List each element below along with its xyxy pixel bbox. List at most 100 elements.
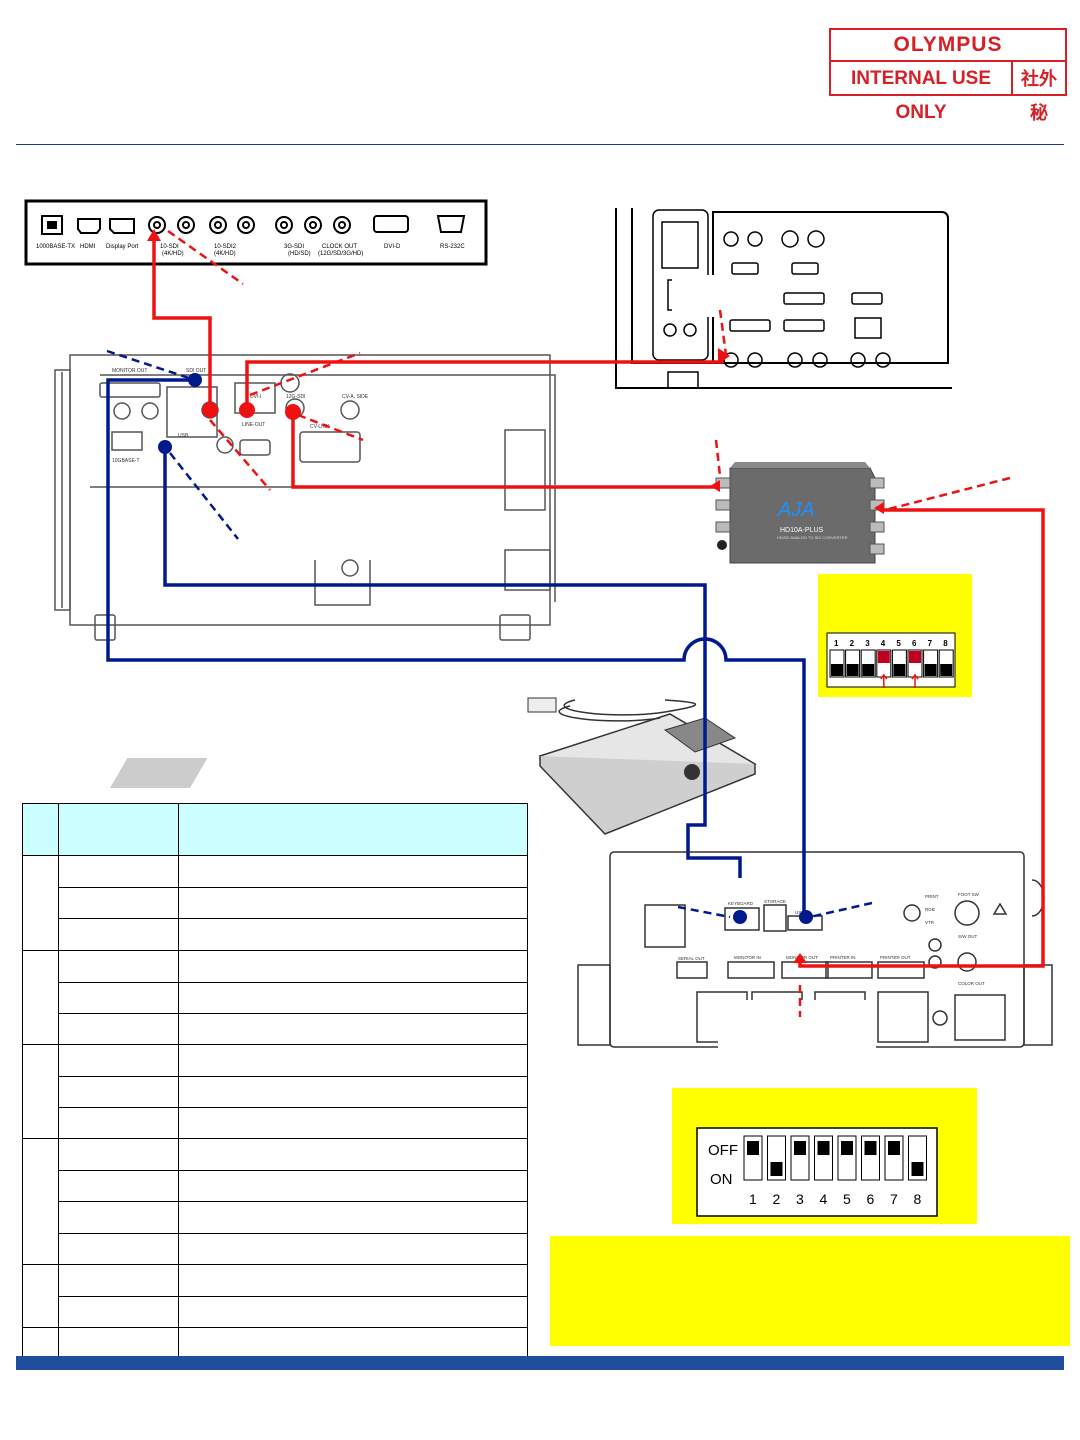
- processor-port-label: 10GBASE-T: [112, 458, 140, 464]
- header-rule: [16, 144, 1064, 145]
- dip-arrow-icon: [911, 673, 919, 688]
- monitor-port-label: DVI-D: [384, 244, 401, 250]
- dip-switch-number: 3: [865, 639, 870, 648]
- dip-switch-knob: [862, 664, 875, 676]
- recorder-port-label: PRINTER OUT: [880, 955, 911, 960]
- dip-switch-number: 4: [820, 1191, 828, 1207]
- table-row: [23, 1295, 529, 1328]
- processor-port-label: CV-A, SIDE: [342, 394, 369, 400]
- processor-port-label: SDI OUT: [186, 368, 206, 374]
- converter-dip-switch: [826, 632, 956, 688]
- dip-switch-number: 8: [914, 1191, 922, 1207]
- dip-switch-knob: [817, 1141, 830, 1155]
- table-row: [22, 1043, 529, 1140]
- monitor-port-label: HDMI: [80, 244, 96, 250]
- dip-switch-knob: [864, 1141, 877, 1155]
- table-header-row: [22, 802, 529, 857]
- dip-switch-number: 2: [850, 639, 855, 648]
- dip-switch-number: 6: [912, 639, 917, 648]
- monitor-port-label: 10-SDI2: [214, 244, 237, 250]
- olympus-confidential-badge: OLYMPUS INTERNAL USE ONLY 社外秘: [829, 28, 1067, 123]
- dip-switch-knob: [924, 664, 937, 676]
- aja-logo: AJA: [777, 499, 815, 521]
- recorder-port-label: USB: [795, 910, 804, 915]
- dip-switch-number: 7: [928, 639, 933, 648]
- processor-port-label: MONITOR OUT: [112, 368, 147, 374]
- table-row: [22, 1263, 529, 1328]
- table-row: [23, 1107, 529, 1140]
- table-row: [23, 1170, 529, 1203]
- blue-cables: [106, 378, 806, 915]
- dip-switch-knob: [770, 1162, 783, 1176]
- recorder-port-label: MONITOR IN: [734, 955, 761, 960]
- processor-port-label: USB: [178, 433, 189, 439]
- monitor-port-label: 3G-SDI: [284, 244, 304, 250]
- monitor-port-label: Display Port: [106, 244, 139, 250]
- dip-switch-knob: [794, 1141, 806, 1155]
- processor-port-label: 12G-SDI: [286, 394, 305, 400]
- monitor-port-label: RS-232C: [440, 244, 465, 250]
- dip-switch-knob: [877, 651, 890, 663]
- table-row: [23, 887, 529, 920]
- brand-logo: OLYMPUS: [831, 30, 1065, 62]
- table-row: [22, 1138, 529, 1265]
- monitor-port-sublabel: (4K/HD): [214, 251, 236, 257]
- table-row: [22, 855, 529, 951]
- dip-switch-number: 7: [890, 1191, 898, 1207]
- dip-switch-knob: [893, 664, 906, 676]
- processor-port-label: CV-LINK: [310, 424, 330, 430]
- dip-switch-number: 3: [796, 1191, 804, 1207]
- dip-off-label: OFF: [708, 1142, 738, 1159]
- dip-switch-number: 5: [896, 639, 901, 648]
- keyboard-device: [110, 697, 757, 835]
- monitor-port-sublabel: (12G/SD/3G/HD): [318, 251, 363, 257]
- confidential-kanji: 社外秘: [1021, 69, 1057, 123]
- table-row: [23, 918, 529, 951]
- dip-switch-knob: [940, 664, 953, 676]
- dip-switch-number: 6: [867, 1191, 875, 1207]
- recorder-port-label: STORAGE: [764, 899, 786, 904]
- dip-switch-knob: [909, 651, 921, 663]
- recorder-port-label: COLOR OUT: [958, 981, 985, 986]
- table-row: [23, 1201, 529, 1234]
- monitor-rear-panel: [24, 199, 488, 266]
- dip-switch-knob: [747, 1141, 759, 1155]
- recorder-port-label: S/W OUT: [958, 934, 977, 939]
- note-panel: [550, 1236, 1070, 1346]
- connection-table: [22, 802, 529, 1360]
- recorder-port-label: FOOT SW: [958, 892, 980, 897]
- table-row: [23, 1012, 529, 1045]
- footer-band: [16, 1356, 1064, 1370]
- recorder-port-label: PRINT: [925, 894, 939, 899]
- aja-converter: [715, 462, 885, 564]
- table-row: [22, 949, 529, 1045]
- dip-switch-number: 8: [943, 639, 948, 648]
- recorder-port-label: KEYBOARD: [728, 901, 754, 906]
- table-row: [22, 1326, 529, 1360]
- monitor-port-label: 10-SDI: [160, 244, 179, 250]
- processor-port-label: LINE-OUT: [242, 422, 265, 428]
- recorder-dip-switch: [696, 1127, 938, 1217]
- dip-on-label: ON: [710, 1171, 733, 1188]
- internal-use-label: INTERNAL USE ONLY: [831, 62, 1013, 123]
- converter-subtitle: HD/SD ANALOG TO SDI CONVERTER: [777, 535, 848, 540]
- processor-port-label: DVI-I: [250, 394, 261, 400]
- table-row: [23, 1075, 529, 1109]
- dip-switch-knob: [841, 1141, 853, 1155]
- dip-arrow-icon: [880, 673, 888, 688]
- recorder-port-label: SERIAL OUT: [678, 956, 705, 961]
- dip-switch-knob: [888, 1141, 900, 1155]
- dip-switch-number: 1: [749, 1191, 757, 1207]
- dip-switch-knob: [846, 664, 859, 676]
- dip-switch-knob: [911, 1162, 924, 1176]
- converter-model: HD10A-PLUS: [780, 527, 824, 534]
- table-row: [23, 981, 529, 1014]
- dip-switch-number: 2: [773, 1191, 781, 1207]
- table-row: [23, 1232, 529, 1265]
- monitor-port-label: 1000BASE-TX: [36, 244, 75, 250]
- monitor-port-sublabel: (HD/SD): [288, 251, 311, 257]
- dip-switch-number: 4: [881, 639, 886, 648]
- dip-switch-knob: [831, 664, 843, 676]
- recorder-port-label: RGB: [925, 907, 935, 912]
